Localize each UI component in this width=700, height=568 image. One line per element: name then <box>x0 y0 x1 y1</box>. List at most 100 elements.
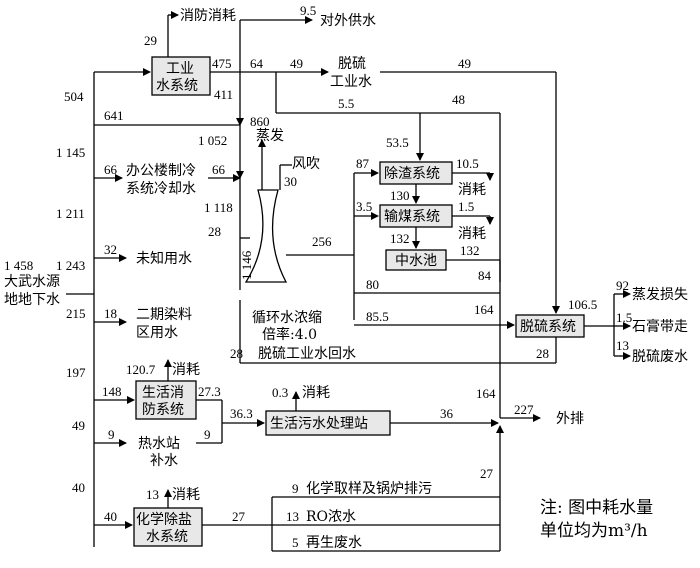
industrial-label-2: 水系统 <box>156 78 198 94</box>
phase2-label-1: 二期染料 <box>136 307 192 323</box>
flow-value: 9 <box>292 481 299 496</box>
desulf-industrial-label-1: 脱硫 <box>338 56 366 72</box>
flow-value: 0.3 <box>272 385 288 400</box>
flow-value: 27 <box>232 509 246 524</box>
flow-value: 87 <box>356 156 370 171</box>
flow-value: 120.7 <box>126 362 156 377</box>
desulf-industrial-label-2: 工业水 <box>330 74 372 90</box>
note-line-2: 单位均为m³/h <box>540 521 648 541</box>
industrial-water-box <box>151 56 211 96</box>
flow-value: 28 <box>536 346 549 361</box>
chem-consumption-label: 消耗 <box>172 487 200 503</box>
domestic-consumption-label: 消耗 <box>172 362 200 378</box>
office-cooling-label-1: 办公楼制冷 <box>126 163 196 179</box>
unknown-use-label: 未知用水 <box>136 250 192 267</box>
flow-value: 9 <box>204 427 211 442</box>
flow-value: 48 <box>452 92 465 107</box>
flow-value: 227 <box>514 402 534 417</box>
chem-desalt-label-1: 化学除盐 <box>136 512 192 528</box>
flow-value: 80 <box>366 277 379 292</box>
coal-consumption-label: 消耗 <box>458 226 486 242</box>
flow-value: 66 <box>104 162 118 177</box>
evap-loss-label: 蒸发损失 <box>632 287 688 303</box>
discharge-label: 外排 <box>556 411 584 427</box>
chem-desalt-box <box>133 507 203 547</box>
flow-value: 5.5 <box>338 96 354 111</box>
flow-value: 27 <box>480 466 494 481</box>
sewage-consumption-label: 消耗 <box>302 385 330 401</box>
slag-system-label: 除渣系统 <box>384 166 440 182</box>
flow-value: 215 <box>66 306 86 321</box>
flow-value: 197 <box>66 365 86 380</box>
chem-sampling-label: 化学取样及锅炉排污 <box>306 481 432 497</box>
flow-value: 106.5 <box>568 297 597 312</box>
flow-value: 13 <box>286 509 299 524</box>
source-label-2: 地地下水 <box>4 292 60 308</box>
flow-value: 27.3 <box>198 384 221 399</box>
industrial-label-1: 工业 <box>166 61 194 77</box>
flow-value: 36.3 <box>230 406 253 421</box>
wind-blow-label: 风吹 <box>292 156 320 172</box>
flow-value: 860 <box>250 114 270 129</box>
flow-value: 1 243 <box>56 258 85 273</box>
flow-value: 49 <box>458 56 471 71</box>
flow-value: 475 <box>212 56 232 71</box>
flow-value: 132 <box>460 243 480 258</box>
fire-consumption-label: 消防消耗 <box>180 8 236 24</box>
sewage-station-box <box>265 410 391 436</box>
flow-value: 13 <box>616 338 629 353</box>
flow-value: 1 052 <box>198 133 227 148</box>
flow-value: 84 <box>478 268 492 283</box>
flow-value: 1.5 <box>458 199 474 214</box>
domestic-fire-box <box>135 380 197 420</box>
flow-value: 9.5 <box>300 3 316 18</box>
flow-value: 29 <box>144 33 157 48</box>
flow-value: 411 <box>214 87 233 102</box>
circulating-label-2: 倍率:4.0 <box>262 326 317 343</box>
external-supply-label: 对外供水 <box>320 13 376 29</box>
flow-value: 130 <box>390 188 410 203</box>
gypsum-label: 石膏带走 <box>632 318 688 335</box>
regen-waste-label: 再生废水 <box>306 535 362 551</box>
coal-system-label: 输煤系统 <box>384 209 440 225</box>
flow-value: 3.5 <box>356 199 372 214</box>
source-label-1: 大武水源 <box>4 274 60 290</box>
office-cooling-label-2: 系统冷却水 <box>126 181 196 197</box>
flow-value: 28 <box>208 224 221 239</box>
middle-pool-label: 中水池 <box>395 253 437 269</box>
flow-value: 1 211 <box>56 206 85 221</box>
heating-label-1: 热水站 <box>138 436 180 452</box>
flow-value: 1 118 <box>204 200 233 215</box>
desulf-recycle-label: 脱硫工业水回水 <box>258 346 356 362</box>
flow-value: 256 <box>312 234 332 249</box>
flow-value: 132 <box>390 231 410 246</box>
flow-value: 641 <box>104 108 124 123</box>
flow-value: 49 <box>72 418 85 433</box>
flow-value: 1 458 <box>4 258 33 273</box>
flow-value: 40 <box>72 480 85 495</box>
ro-concentrate-label: RO浓水 <box>306 509 356 525</box>
domestic-fire-label-1: 生活消 <box>142 385 184 401</box>
flow-value: 164 <box>476 386 496 401</box>
flow-value: 28 <box>230 346 243 361</box>
flow-value: 504 <box>64 89 84 104</box>
flow-value: 40 <box>104 509 117 524</box>
desulf-system-label: 脱硫系统 <box>520 319 576 335</box>
flow-value: 9 <box>108 427 115 442</box>
slag-consumption-label: 消耗 <box>458 182 486 198</box>
evaporation-label: 蒸发 <box>256 128 284 144</box>
flow-value: 164 <box>474 302 494 317</box>
flow-value: 85.5 <box>366 309 389 324</box>
flow-value: 66 <box>212 162 226 177</box>
heating-label-2: 补水 <box>150 453 178 469</box>
flow-value: 92 <box>616 278 629 293</box>
chem-desalt-label-2: 水系统 <box>146 529 188 545</box>
flow-value: 49 <box>290 56 303 71</box>
domestic-fire-label-2: 防系统 <box>142 402 184 418</box>
flow-value: 13 <box>146 487 159 502</box>
flow-value: 18 <box>104 306 117 321</box>
flow-value: 1.5 <box>616 310 632 325</box>
flow-value: 10.5 <box>456 156 479 171</box>
